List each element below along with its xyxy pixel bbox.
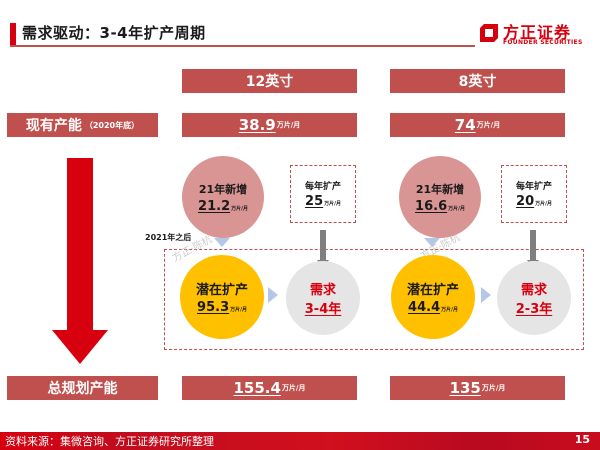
triangle-down-icon [424,238,440,247]
new-2021-circle-8inch: 21年新增 16.6万片/月 [399,156,481,238]
unit-label: 万片/月 [324,201,341,207]
page-number: 15 [574,433,590,446]
page-title: 需求驱动：3-4年扩产周期 [22,24,206,42]
new-2021-value-row: 16.6万片/月 [415,199,465,214]
new-2021-title: 21年新增 [198,182,248,196]
annual-expansion-box-12inch: 每年扩产 25万片/月 [290,165,356,223]
potential-value: 95.3 [197,300,230,315]
unit-label: 万片/月 [481,384,506,392]
total-planned-12inch: 155.4 万片/月 [182,376,357,400]
unit-label: 万片/月 [476,121,501,129]
triangle-down-icon [214,238,230,247]
potential-title: 潜在扩产 [406,283,459,298]
total-planned-value: 135 [449,379,481,397]
annual-expansion-title: 每年扩产 [304,182,341,192]
row-label-total-planned: 总规划产能 [7,376,158,400]
potential-expansion-dashed-box [164,249,584,350]
annual-expansion-title: 每年扩产 [515,182,552,192]
new-2021-value: 16.6 [415,198,448,214]
demand-title: 需求 [309,283,336,298]
existing-capacity-8inch: 74 万片/月 [390,113,565,137]
big-down-arrow-icon [52,158,108,364]
triangle-right-icon [268,287,278,303]
potential-expansion-circle-8inch: 潜在扩产 44.4万片/月 [391,255,475,339]
existing-capacity-value: 38.9 [238,116,276,134]
unit-label: 万片/月 [276,121,301,129]
annual-expansion-value-row: 20万片/月 [516,194,552,209]
column-header-8inch: 8英寸 [390,69,565,93]
title-divider [10,45,475,47]
potential-expansion-circle-12inch: 潜在扩产 95.3万片/月 [180,255,264,339]
potential-value-row: 44.4万片/月 [408,300,458,315]
existing-capacity-value: 74 [454,116,476,134]
potential-value-row: 95.3万片/月 [197,300,247,315]
triangle-right-icon [481,287,491,303]
demand-circle-8inch: 需求 2-3年 [497,261,571,335]
new-2021-value: 21.2 [198,198,231,214]
new-2021-value-row: 21.2万片/月 [198,199,248,214]
unit-label: 万片/月 [535,201,552,207]
total-planned-8inch: 135 万片/月 [390,376,565,400]
after-2021-label: 2021年之后 [145,233,192,242]
potential-title: 潜在扩产 [195,283,248,298]
unit-label: 万片/月 [281,384,306,392]
logo-text-en: FOUNDER SECURITIES [503,39,583,46]
existing-capacity-12inch: 38.9 万片/月 [182,113,357,137]
unit-label: 万片/月 [231,205,248,212]
annual-expansion-value: 20 [516,194,535,209]
potential-value: 44.4 [408,300,441,315]
demand-title: 需求 [520,283,547,298]
demand-circle-12inch: 需求 3-4年 [286,261,360,335]
unit-label: 万片/月 [448,205,465,212]
unit-label: 万片/月 [230,307,247,313]
row-label-existing-capacity: 现有产能 （2020年底） [7,113,158,137]
existing-capacity-sublabel: （2020年底） [84,120,140,130]
annual-expansion-box-8inch: 每年扩产 20万片/月 [501,165,567,223]
footer-source: 资料来源：集微咨询、方正证券研究所整理 [5,435,214,448]
unit-label: 万片/月 [441,307,458,313]
annual-expansion-value-row: 25万片/月 [305,194,341,209]
total-planned-value: 155.4 [233,379,281,397]
new-2021-circle-12inch: 21年新增 21.2万片/月 [182,156,264,238]
new-2021-title: 21年新增 [415,182,465,196]
annual-expansion-value: 25 [305,194,324,209]
existing-capacity-label: 现有产能 [25,118,82,134]
footer-bar [0,432,600,450]
founder-securities-logo: 方正证券 FOUNDER SECURITIES [478,17,598,49]
demand-years: 3-4年 [304,302,342,317]
logo-mark-icon [480,24,498,42]
column-header-12inch: 12英寸 [182,69,357,93]
logo-text-cn: 方正证券 [503,23,572,42]
title-accent-bar [10,23,16,45]
demand-years: 2-3年 [515,302,553,317]
